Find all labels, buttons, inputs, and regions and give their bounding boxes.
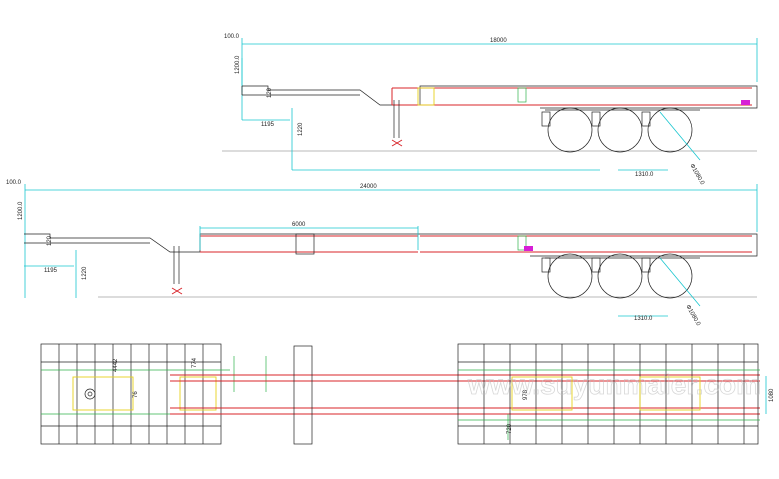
wheel xyxy=(597,253,643,299)
yellow-box xyxy=(179,376,217,411)
rear-light-marker xyxy=(741,100,750,105)
dim-bottom-label: 720 xyxy=(507,423,513,434)
wheel xyxy=(647,107,693,153)
marker-box xyxy=(517,235,527,251)
dim-leg-label: 1220 xyxy=(298,122,304,136)
dim-axle-label: 1310.0 xyxy=(634,316,653,322)
dim-gooseneck-label: 1200.0 xyxy=(235,55,241,74)
yellow-box xyxy=(639,376,701,411)
dim-leader xyxy=(659,257,701,307)
dim-right-label: 1080 xyxy=(769,388,775,402)
dim-front-label: 1195 xyxy=(261,122,275,128)
dim-leg-label: 1220 xyxy=(82,266,88,280)
kingpin-icon xyxy=(84,388,96,400)
dim-height-top-label: 100.0 xyxy=(224,34,240,40)
light-marker xyxy=(524,246,533,251)
wheel xyxy=(547,107,593,153)
dim-leader xyxy=(659,111,701,161)
yellow-box xyxy=(511,376,573,411)
hanger xyxy=(641,111,651,127)
top-view: 4442 774 76 978 1080 720 xyxy=(40,343,775,445)
dim-width-label: 4442 xyxy=(113,358,119,372)
dim-height-top-label: 100.0 xyxy=(6,180,22,186)
kingpin-box xyxy=(417,87,435,106)
extension-block xyxy=(293,345,313,445)
side-view-1: 18000 100.0 1200.0 1195 1220 120 xyxy=(222,34,758,187)
dim-extension-label: 6000 xyxy=(292,222,306,228)
dim-wheel-label: Φ1080.0 xyxy=(688,163,705,187)
hanger xyxy=(541,257,551,273)
side-view-2: 24000 100.0 1200.0 6000 1195 xyxy=(6,180,758,328)
dim-gooseneck-label: 1200.0 xyxy=(18,201,24,220)
kingpin-icon xyxy=(87,391,93,397)
extension-joint xyxy=(295,233,315,255)
leg-foot xyxy=(391,139,403,147)
deck-outline xyxy=(24,233,758,257)
dim-total-label: 18000 xyxy=(490,38,507,44)
dim-wheel-label: Φ1080.0 xyxy=(684,304,701,328)
wheel xyxy=(647,253,693,299)
wheel xyxy=(597,107,643,153)
wheel xyxy=(547,253,593,299)
dim-beam-label: 774 xyxy=(192,357,198,368)
dim-front-label: 1195 xyxy=(44,268,58,274)
dim-left-mark-label: 76 xyxy=(133,391,139,398)
dim-inner-label: 978 xyxy=(523,389,529,400)
hanger xyxy=(591,111,601,127)
dim-small-label: 120 xyxy=(47,235,53,246)
leg-foot xyxy=(171,287,183,295)
hanger xyxy=(591,257,601,273)
hanger xyxy=(641,257,651,273)
rear-frame xyxy=(457,343,759,445)
yellow-box xyxy=(72,376,134,411)
watermark-text: www.suyunmaler.com xyxy=(467,369,761,400)
hanger xyxy=(541,111,551,127)
dim-total-label: 24000 xyxy=(360,184,377,190)
dim-axle-label: 1310.0 xyxy=(635,172,654,178)
dim-small-label: 120 xyxy=(267,87,273,98)
marker-box xyxy=(517,87,527,103)
